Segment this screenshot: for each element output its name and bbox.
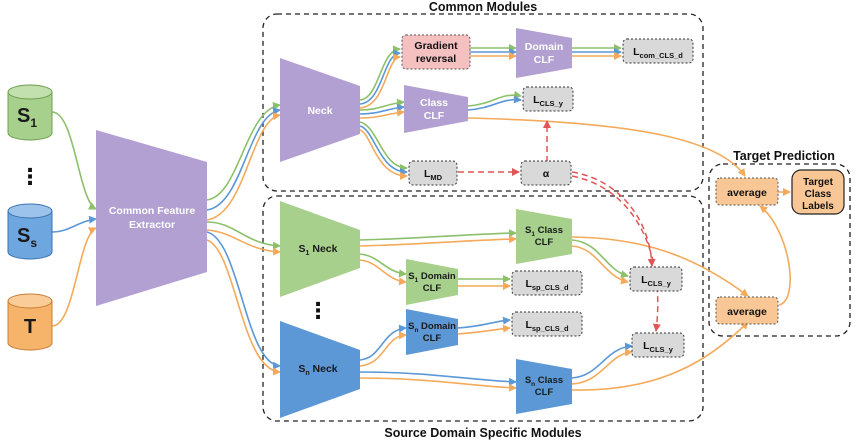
sn-class-clf: Sn Class CLF: [516, 359, 572, 414]
svg-text:reversal: reversal: [416, 53, 456, 65]
svg-text:T: T: [24, 316, 36, 338]
input-t-cylinder: T: [7, 293, 53, 351]
svg-text:LMD: LMD: [424, 168, 443, 182]
svg-text:Class: Class: [420, 97, 448, 109]
loss-com-cls-d: Lcom_CLS_d: [622, 38, 694, 64]
svg-text:Labels: Labels: [802, 201, 834, 212]
common-modules-box: [262, 13, 704, 192]
svg-text:CLF: CLF: [423, 283, 442, 294]
common-class-clf: Class CLF: [404, 85, 468, 133]
svg-text:Lsp_CLS_d: Lsp_CLS_d: [525, 319, 569, 333]
svg-text:Common Feature: Common Feature: [109, 205, 196, 217]
svg-text:Gradient: Gradient: [414, 40, 458, 52]
sn-domain-clf: Sn Domain CLF: [406, 309, 458, 355]
svg-text:Ss: Ss: [17, 225, 37, 250]
svg-text:LCLS_y: LCLS_y: [641, 274, 672, 288]
svg-text:LCLS_y: LCLS_y: [533, 94, 564, 108]
svg-text:Lcom_CLS_d: Lcom_CLS_d: [633, 46, 683, 60]
svg-text:CLF: CLF: [535, 387, 554, 398]
svg-text:Sn Class: Sn Class: [525, 375, 563, 388]
svg-text:Class: Class: [805, 189, 832, 200]
average-box-bottom: average: [715, 296, 779, 325]
svg-text:Target: Target: [803, 177, 833, 188]
svg-text:average: average: [727, 187, 767, 199]
target-prediction-title: Target Prediction: [733, 149, 835, 163]
loss-sp-cls-d-1: Lsp_CLS_d: [511, 270, 583, 296]
input-ellipsis: ⋮: [19, 164, 41, 189]
svg-text:Sn Domain: Sn Domain: [408, 321, 456, 334]
common-neck: Neck: [280, 58, 360, 162]
s1-class-clf: S1 Class CLF: [516, 209, 572, 264]
svg-text:α: α: [543, 168, 550, 180]
svg-text:S1 Domain: S1 Domain: [408, 271, 456, 284]
connectors: [51, 44, 791, 392]
source-specific-title: Source Domain Specific Modules: [384, 426, 581, 440]
sn-neck: Sn Neck: [280, 321, 360, 418]
input-s1-cylinder: S1: [7, 84, 53, 141]
s1-neck: S1 Neck: [280, 201, 360, 297]
svg-text:S1 Class: S1 Class: [525, 225, 563, 238]
common-domain-clf: Domain CLF: [516, 28, 572, 78]
gradient-reversal-box: Gradient reversal: [401, 34, 471, 70]
alpha-box: α: [520, 160, 572, 186]
svg-text:CLF: CLF: [535, 237, 554, 248]
svg-text:CLF: CLF: [423, 333, 442, 344]
svg-text:Domain: Domain: [525, 41, 564, 53]
svg-text:Sn Neck: Sn Neck: [298, 363, 337, 377]
loss-cls-y-common: LCLS_y: [522, 86, 574, 112]
svg-text:CLF: CLF: [424, 110, 445, 122]
loss-md: LMD: [408, 160, 458, 186]
svg-text:LCLS_y: LCLS_y: [643, 340, 674, 354]
svg-text:S1: S1: [17, 105, 37, 130]
svg-text:average: average: [727, 306, 767, 318]
common-feature-extractor: Common Feature Extractor: [96, 130, 207, 306]
loss-cls-y-s1: LCLS_y: [629, 266, 683, 292]
loss-cls-y-sn: LCLS_y: [631, 332, 685, 358]
common-modules-title: Common Modules: [429, 0, 537, 14]
specific-ellipsis: ⋮: [307, 298, 329, 323]
svg-text:Extractor: Extractor: [129, 219, 175, 231]
svg-text:Neck: Neck: [307, 105, 332, 117]
input-ss-cylinder: Ss: [7, 203, 53, 260]
svg-text:Lsp_CLS_d: Lsp_CLS_d: [525, 278, 569, 292]
source-specific-box: [262, 195, 704, 422]
target-class-labels: Target Class Labels: [791, 169, 845, 215]
svg-text:S1 Neck: S1 Neck: [299, 243, 338, 257]
s1-domain-clf: S1 Domain CLF: [406, 259, 458, 305]
svg-text:CLF: CLF: [534, 54, 555, 66]
target-prediction-box: [708, 163, 851, 337]
average-box-top: average: [715, 177, 779, 206]
loss-sp-cls-d-2: Lsp_CLS_d: [511, 311, 583, 337]
